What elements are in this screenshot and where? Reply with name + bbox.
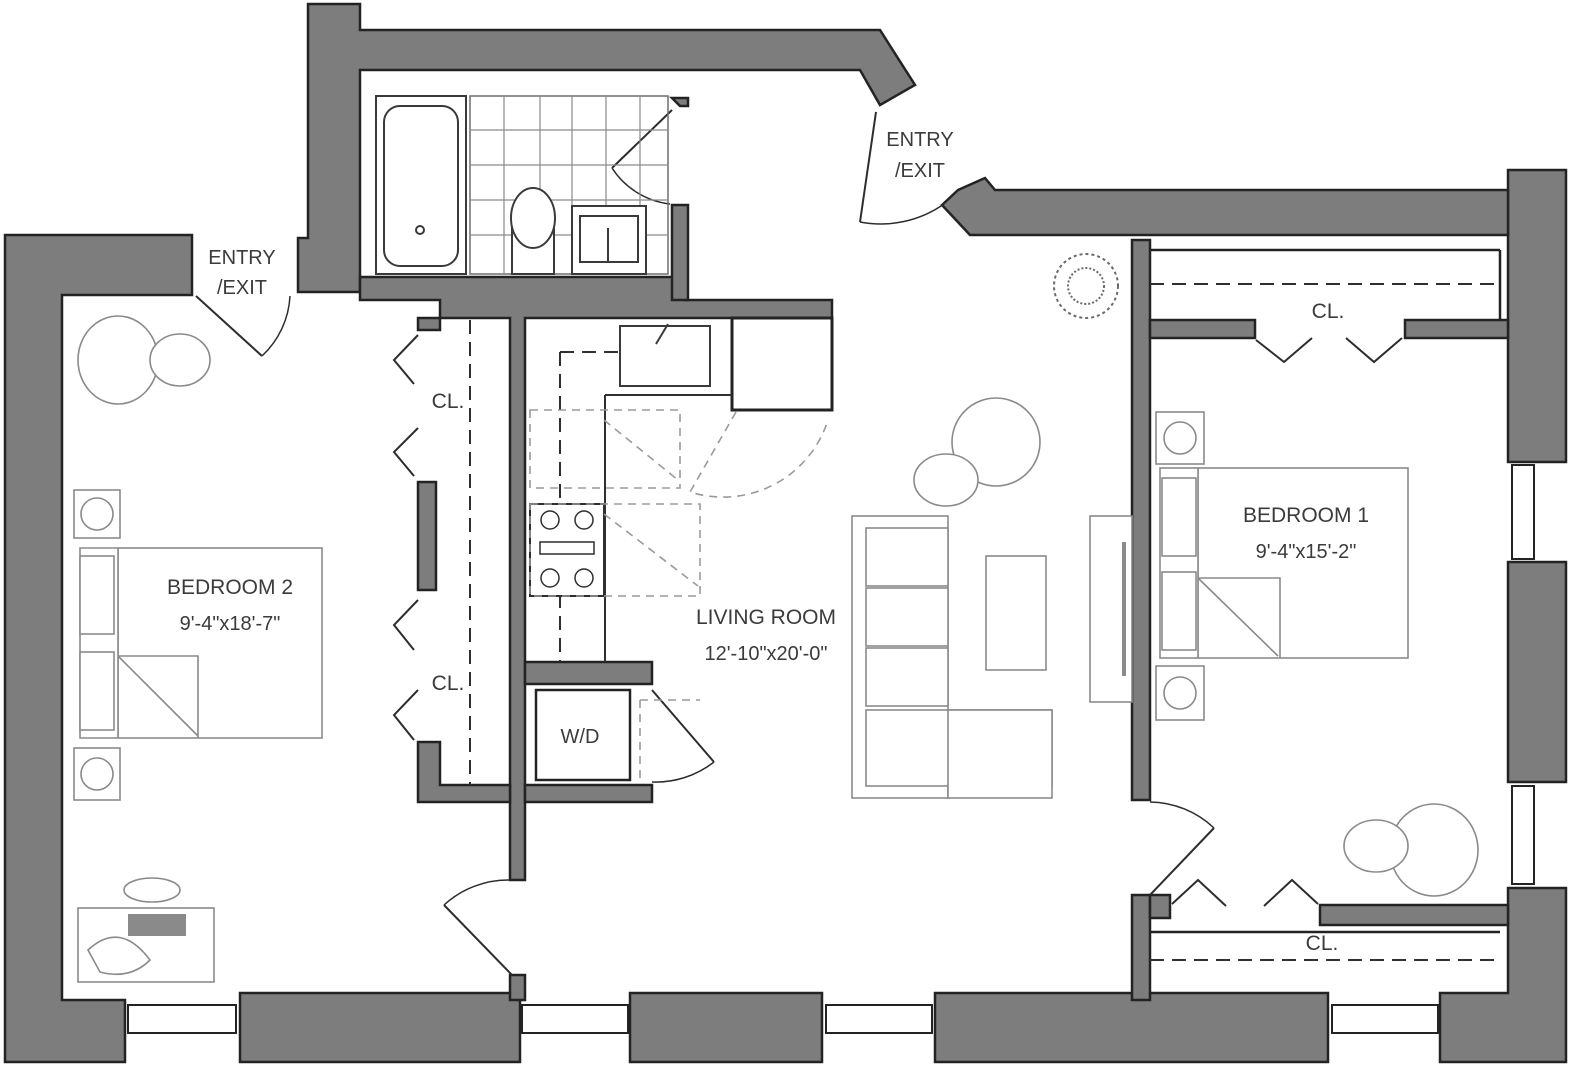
plant-icon [1053, 253, 1119, 319]
kitchen [529, 316, 834, 662]
doors [195, 109, 1403, 976]
room-dims-living: 12'-10"x20'-0" [704, 643, 827, 665]
furniture [73, 253, 1479, 983]
bed-bedroom-2 [117, 547, 323, 739]
entry-top-line1: ENTRY [886, 129, 953, 151]
window-bottom-2 [521, 1004, 629, 1034]
closet-rods [469, 248, 1502, 961]
labels: ENTRY /EXIT ENTRY /EXIT CL. CL. CL. CL. … [167, 129, 1369, 955]
entry-door-left [195, 295, 263, 357]
armchair [951, 397, 1041, 487]
closet-label-upper-left: CL. [432, 390, 465, 413]
coffee-table [985, 555, 1047, 671]
laundry: W/D [534, 688, 700, 782]
bed-bedroom-1 [1197, 467, 1409, 659]
entry-left-line1: ENTRY [208, 247, 275, 269]
ottoman [1343, 819, 1409, 873]
laptop-icon [128, 914, 186, 936]
windows [127, 464, 1535, 1034]
washer-dryer [534, 688, 632, 782]
room-dims-bedroom-1: 9'-4"x15'-2" [1256, 541, 1357, 563]
toilet [510, 187, 556, 249]
refrigerator [730, 316, 834, 412]
ottoman [149, 333, 211, 387]
bath-tile-wall [469, 95, 669, 275]
stove [529, 503, 605, 597]
armchair [77, 315, 159, 405]
window-bottom-4 [1331, 1004, 1439, 1034]
room-name-living: LIVING ROOM [696, 606, 836, 629]
closet-label-bedroom1-bottom: CL. [1306, 932, 1339, 955]
desk-chair [123, 877, 181, 903]
room-name-bedroom-1: BEDROOM 1 [1243, 504, 1369, 527]
entry-door-top [859, 111, 877, 223]
window-bottom-1 [127, 1004, 237, 1034]
room-dims-bedroom-2: 9'-4"x18'-7" [180, 613, 281, 635]
entry-top-line2: /EXIT [895, 160, 945, 182]
window-right-2 [1511, 785, 1535, 885]
ottoman [913, 453, 979, 507]
kitchen-sink [619, 325, 711, 387]
bathroom [375, 95, 669, 275]
closet-label-bedroom1-top: CL. [1312, 300, 1345, 323]
wd-label: W/D [561, 726, 600, 748]
closet-label-lower-left: CL. [432, 672, 465, 695]
room-name-bedroom-2: BEDROOM 2 [167, 576, 293, 599]
entry-left-line2: /EXIT [217, 277, 267, 299]
window-bottom-3 [825, 1004, 933, 1034]
walls [3, 2, 1568, 1064]
window-right-1 [1511, 464, 1535, 560]
